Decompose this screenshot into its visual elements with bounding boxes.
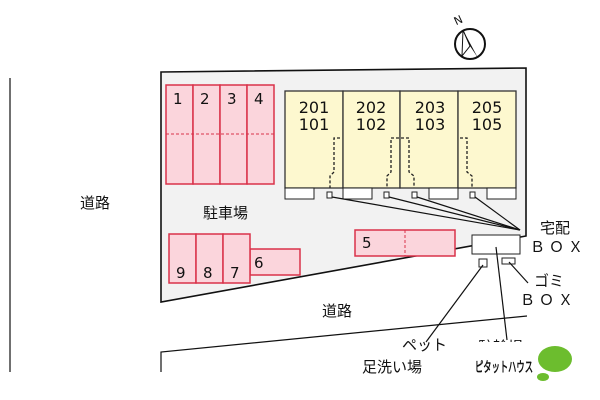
unit-number: 205 [472,98,503,117]
garbage-box-label: ゴミ [534,272,564,290]
north-label: N [452,13,465,28]
parking-space-7 [222,233,251,284]
unit-number: 202 [356,98,387,117]
garbage-box-label-2: ＢＯＸ [520,291,577,309]
brand-logo-text: ピタットハウス [475,360,533,376]
parking-block-1-4: 1 2 3 4 [165,84,275,185]
north-compass-icon: N [452,13,486,60]
pet-wash-label: ペット [402,336,447,354]
parking-number: 3 [227,90,237,108]
road-label-left: 道路 [80,194,110,212]
parking-space-6 [249,248,301,276]
pet-wash-label-2: 足洗い場 [362,358,422,376]
parking-label: 駐車場 [203,204,248,222]
parking-number: 1 [173,90,183,108]
delivery-box-label-2: ＢＯＸ [530,238,587,256]
apartment-building: 201 101 202 102 203 103 205 105 [284,90,517,200]
road-edge-bottom [160,315,528,372]
bicycle-parking-label: 駐輪場 [478,338,523,356]
parking-number: 8 [203,264,213,282]
parking-number: 4 [254,90,264,108]
unit-number: 101 [299,115,330,134]
parking-number: 5 [362,234,372,252]
unit-number: 103 [415,115,446,134]
parking-number: 9 [176,264,186,282]
delivery-box-label: 宅配 [540,219,570,237]
unit-number: 203 [415,98,446,117]
parking-number: 7 [230,264,240,282]
road-label-bottom: 道路 [322,302,352,320]
unit-number: 102 [356,115,387,134]
unit-number: 105 [472,115,503,134]
parking-number: 2 [200,90,210,108]
parking-number: 6 [254,254,264,272]
garbage-box [501,257,516,265]
pet-wash-area [478,258,488,268]
parking-space-8 [195,233,224,284]
unit-number: 201 [299,98,330,117]
bicycle-parking [471,234,521,255]
brand-logo: ピタットハウス [475,346,572,381]
